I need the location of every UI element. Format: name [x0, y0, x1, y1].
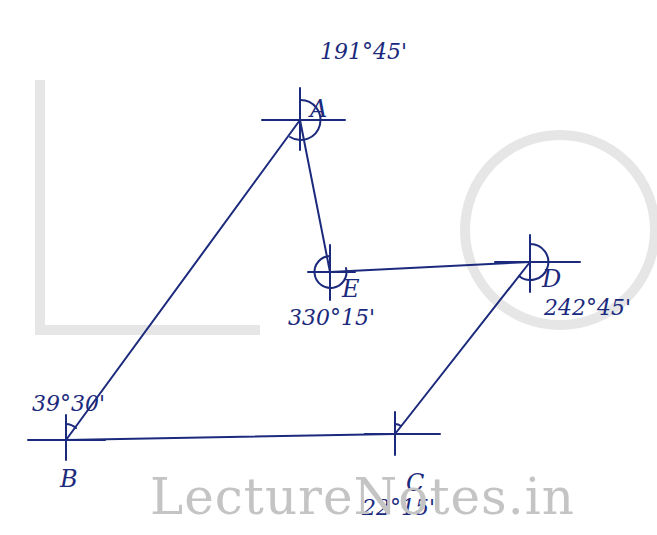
bearing-angle: 39°30': [30, 392, 107, 416]
bearing-angle: 242°45': [542, 296, 633, 320]
traverse-lines: [28, 88, 580, 460]
bearing-angle: 191°45': [318, 40, 409, 64]
station-letter: E: [340, 276, 362, 302]
watermark: LectureNotes.in: [150, 470, 575, 525]
station-letter: A: [308, 96, 329, 122]
station-letter: D: [540, 266, 563, 292]
bearing-angle: 330°15': [286, 306, 377, 330]
watermark-logo: [40, 80, 655, 330]
station-letter: B: [58, 466, 80, 492]
